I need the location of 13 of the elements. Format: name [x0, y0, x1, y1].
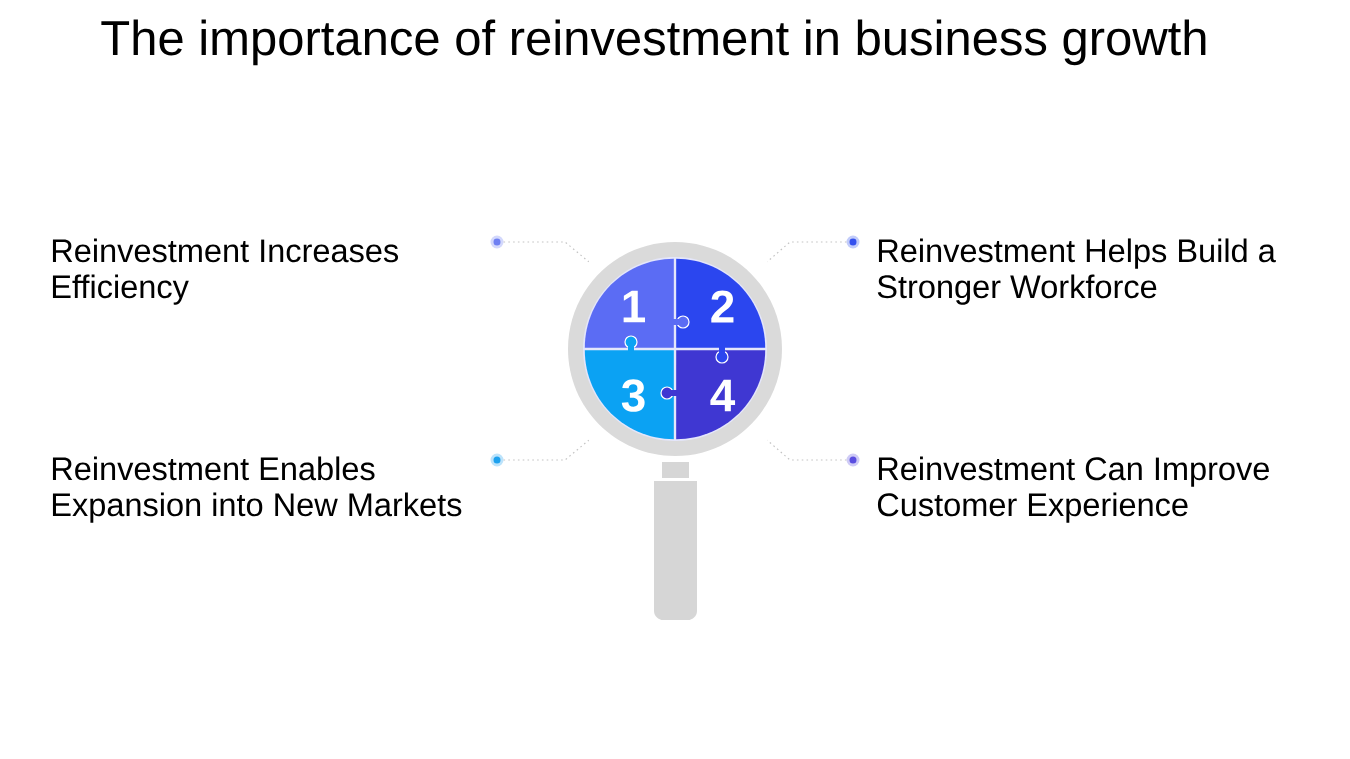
- callout-text: Reinvestment Helps Build a Stronger Workforce: [877, 238, 1276, 305]
- leader-line: [502, 241, 590, 263]
- title: The importance of reinvestment in business growth: [101, 19, 1206, 66]
- puzzle-piece: 4: [676, 347, 766, 440]
- callout-text: Reinvestment Can Improve Customer Experience: [877, 456, 1269, 523]
- puzzle-piece: 2: [673, 258, 766, 348]
- puzzle-piece: 3: [584, 350, 677, 440]
- leader-line: [766, 241, 848, 263]
- leader-line: [502, 439, 590, 461]
- callout-text: Reinvestment Increases Efficiency: [52, 238, 398, 305]
- callout-text: Reinvestment Enables Expansion into New Markets: [52, 456, 462, 523]
- leader-line: [766, 439, 848, 461]
- puzzle-piece: 1: [584, 258, 674, 351]
